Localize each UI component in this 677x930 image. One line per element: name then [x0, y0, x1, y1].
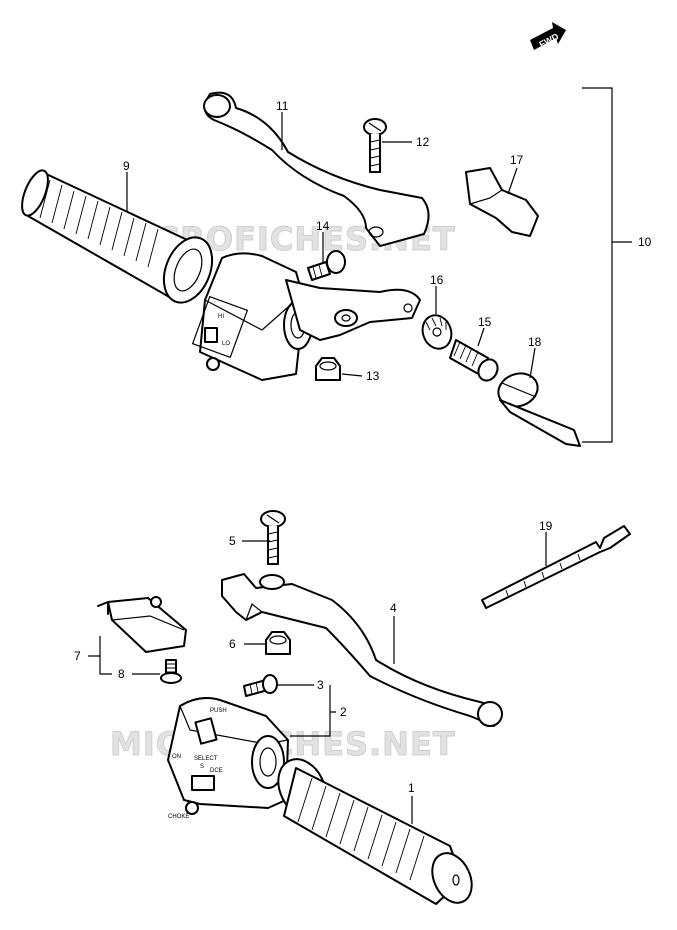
callout-9: 9 [123, 159, 130, 173]
upper-switch-housing-part: HI LO [191, 252, 313, 381]
callout-5: 5 [229, 534, 236, 548]
cable-tie-part [481, 525, 631, 609]
lever-cover-17-part [465, 167, 539, 237]
callout-1: 1 [408, 781, 415, 795]
switch-label-dce: DCE [210, 768, 223, 774]
lower-switch-housing-part: PUSH ON SELECT S DCE CHOKE [167, 697, 289, 820]
switch-label-hi: HI [218, 314, 224, 320]
screw-8-part [160, 659, 182, 684]
brake-switch-part [97, 596, 187, 653]
callout-4: 4 [390, 601, 397, 615]
fwd-arrow-icon: FWD [530, 22, 566, 50]
callout-numbers: 9 11 12 17 14 10 16 15 18 13 19 5 4 6 7 … [74, 99, 652, 795]
switch-label-lo: LO [222, 341, 230, 347]
nut-6-part [265, 631, 291, 655]
lever-bracket-part [285, 279, 421, 341]
callout-18: 18 [528, 335, 542, 349]
callout-15: 15 [478, 315, 492, 329]
right-grip-part [277, 758, 473, 905]
clutch-lever-part [203, 91, 430, 247]
callout-6: 6 [229, 637, 236, 651]
callout-19: 19 [539, 519, 553, 533]
callout-3: 3 [317, 678, 324, 692]
cable-adjuster-part [449, 339, 499, 382]
callout-8: 8 [118, 667, 125, 681]
nut-13-part [315, 357, 341, 381]
callout-11: 11 [276, 99, 289, 113]
callout-2: 2 [340, 705, 347, 719]
switch-label-on: ON [172, 754, 181, 760]
left-grip-part [21, 169, 214, 304]
switch-label-push: PUSH [210, 708, 227, 714]
pivot-screw-5-part [260, 510, 286, 565]
adjuster-locknut-part [421, 314, 453, 350]
lever-pivot-screw-part [363, 118, 387, 173]
callout-13: 13 [366, 369, 380, 383]
callout-10: 10 [638, 235, 652, 249]
switch-label-choke: CHOKE [168, 814, 189, 820]
callout-12: 12 [416, 135, 430, 149]
brake-lever-part [221, 573, 503, 727]
callout-7: 7 [74, 649, 81, 663]
leader-lines [88, 112, 547, 824]
cable-boot-18-part [497, 372, 581, 447]
switch-label-select: SELECT [194, 756, 218, 762]
screw-3-part [243, 674, 278, 697]
watermark-bottom: MICROFICHES.NET [110, 725, 456, 763]
callout-17: 17 [510, 153, 524, 167]
switch-label-s: S [200, 764, 204, 770]
callout-16: 16 [430, 273, 444, 287]
bolt-14-part [307, 250, 346, 281]
callout-14: 14 [316, 219, 330, 233]
bracket-10 [582, 87, 632, 443]
